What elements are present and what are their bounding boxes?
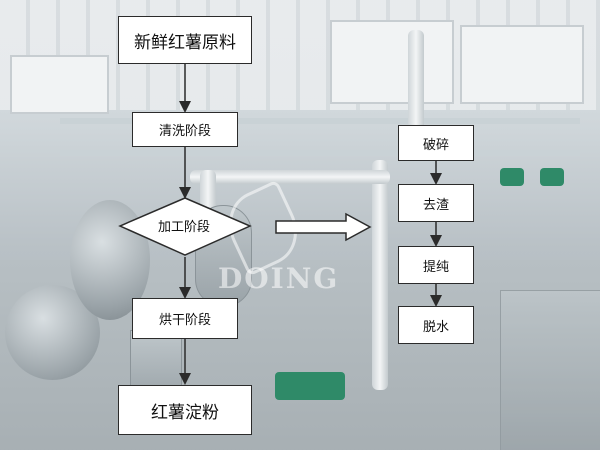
node-slag: 去渣: [398, 184, 474, 222]
node-dry: 烘干阶段: [132, 298, 238, 339]
pipe: [408, 30, 424, 150]
node-dewater: 脱水: [398, 306, 474, 344]
motor: [275, 372, 345, 400]
pipe: [372, 160, 388, 390]
edge-process-branch: [275, 212, 372, 242]
machine: [500, 290, 600, 450]
node-crush: 破碎: [398, 125, 474, 161]
window: [330, 20, 454, 104]
node-wash: 清洗阶段: [132, 112, 238, 147]
window: [460, 25, 584, 104]
pipe: [190, 170, 390, 184]
motor: [500, 168, 524, 186]
window: [10, 55, 109, 114]
node-product: 红薯淀粉: [118, 385, 252, 435]
conveyor-rail: [60, 150, 580, 156]
watermark-text: DOING: [218, 262, 340, 295]
node-process-label: 加工阶段: [157, 220, 210, 235]
node-process-shape: [118, 197, 252, 256]
node-purify: 提纯: [398, 246, 474, 284]
conveyor-rail: [60, 118, 580, 124]
motor: [540, 168, 564, 186]
node-raw: 新鲜红薯原料: [118, 16, 252, 64]
